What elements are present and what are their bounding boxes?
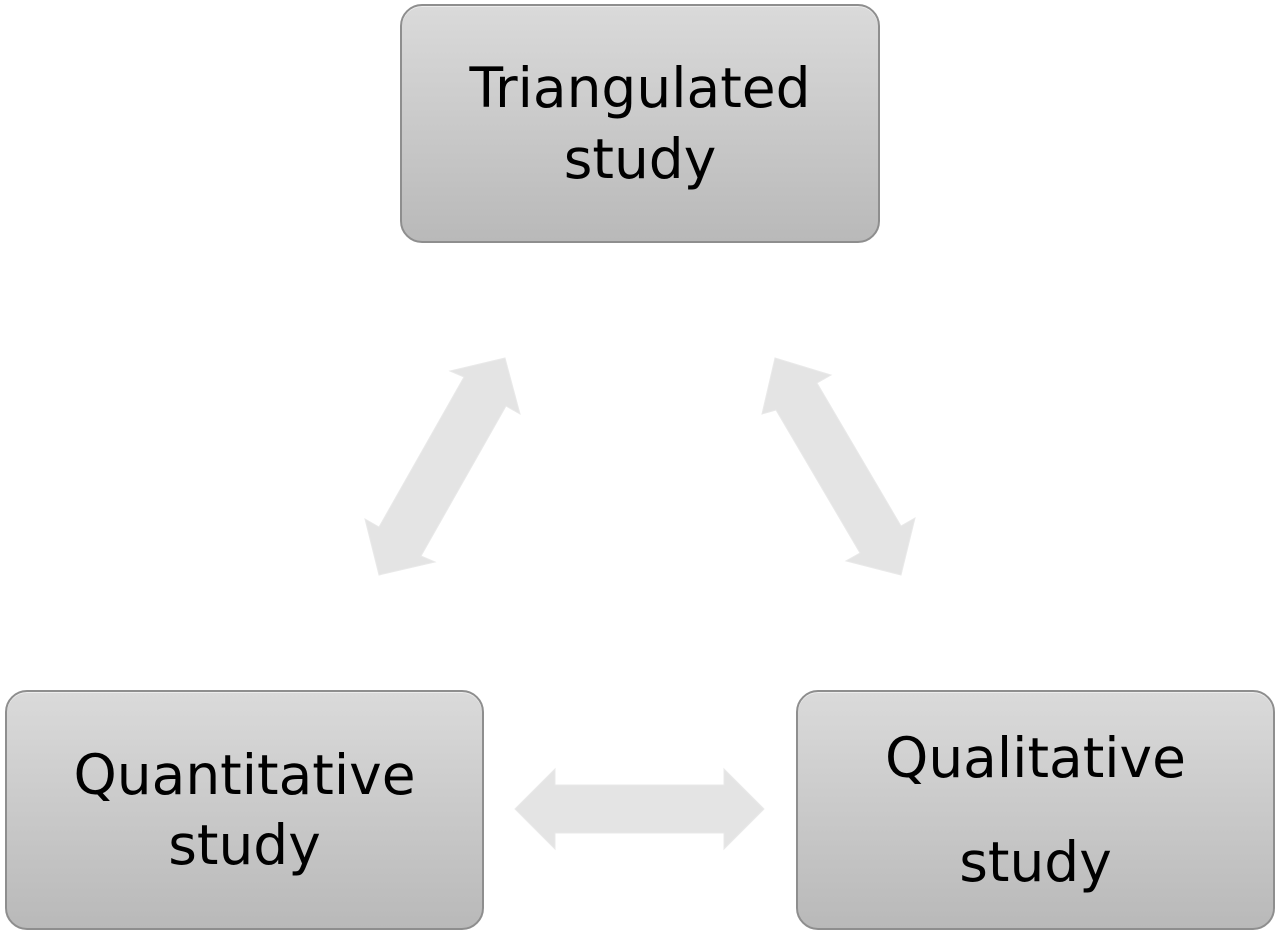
quantitative-study-label: Quantitative study — [73, 740, 415, 881]
qualitative-study-line1: Qualitative — [885, 725, 1186, 790]
quantitative-study-node: Quantitative study — [5, 690, 484, 930]
triangulated-study-line2: study — [563, 126, 717, 191]
qualitative-study-node: Qualitative study — [796, 690, 1275, 930]
triangulated-study-label: Triangulated study — [469, 53, 810, 194]
quantitative-study-line2: study — [168, 813, 321, 877]
qualitative-study-line2: study — [959, 830, 1112, 894]
triangulated-study-line1: Triangulated — [469, 56, 811, 121]
arrow-triangulated-qualitative — [761, 357, 916, 576]
arrow-quantitative-qualitative — [514, 767, 765, 851]
quantitative-study-line1: Quantitative — [73, 742, 416, 807]
qualitative-study-label: Qualitative study — [885, 706, 1186, 915]
triangulated-study-node: Triangulated study — [400, 4, 880, 243]
arrow-quantitative-triangulated — [364, 357, 521, 576]
